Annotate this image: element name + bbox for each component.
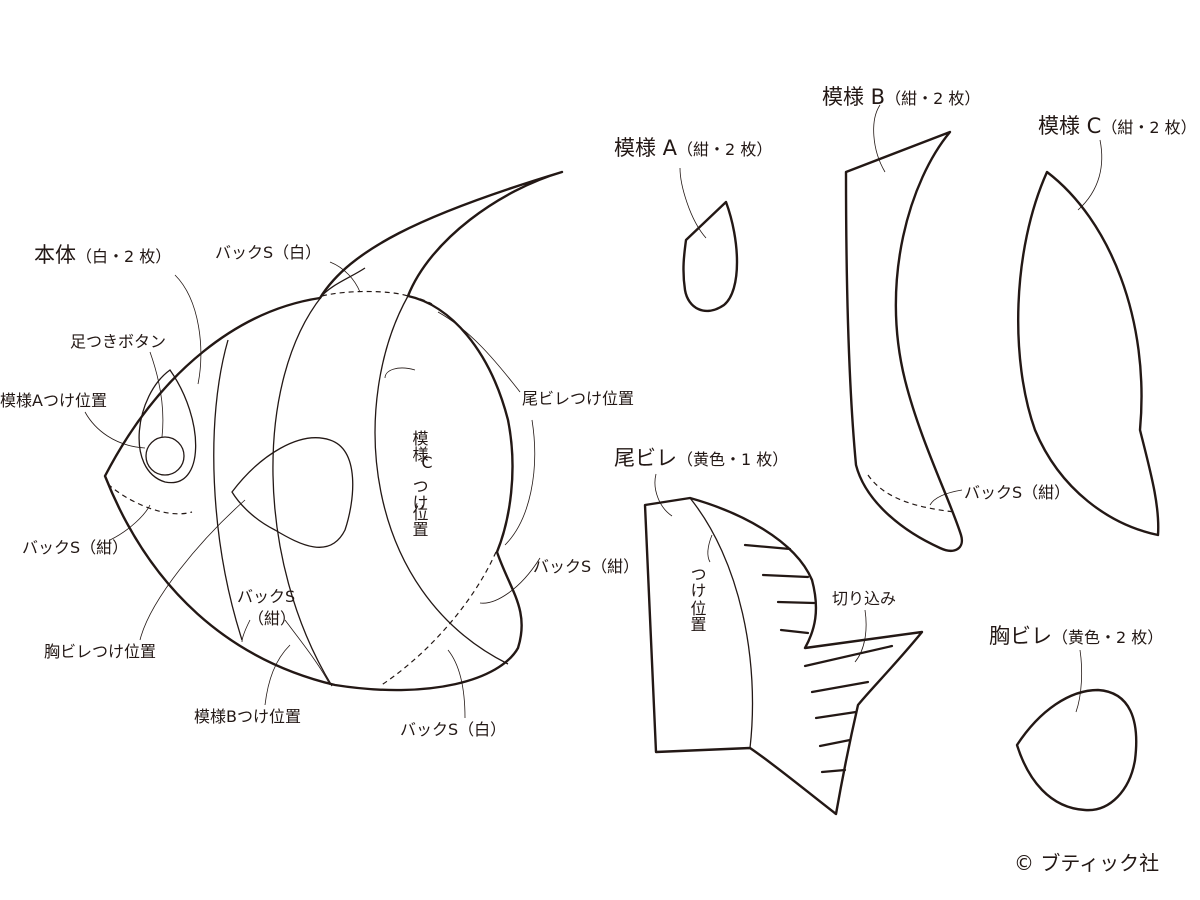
pattern-b-line-left: [213, 339, 243, 641]
body-title: 本体（白・2 枚）: [34, 243, 171, 267]
pectoral-fin-outline: [1015, 688, 1138, 812]
pattern-a-position-label: 模様Aつけ位置: [0, 391, 107, 410]
tail-ray-9: [820, 768, 847, 774]
pectoral-position-outline: [231, 437, 354, 548]
pattern-b-position-label: 模様Bつけ位置: [194, 707, 301, 726]
pattern-a-piece: [679, 167, 739, 312]
tail-ray-5: [803, 644, 894, 668]
shank-button-label: 足つきボタン: [70, 332, 166, 351]
pectoral-fin-piece: [1015, 649, 1138, 812]
backstitch-mouth: [107, 483, 193, 515]
shank-button-circle: [145, 436, 185, 476]
tail-ray-1: [743, 543, 792, 551]
cut-in-label: 切り込み: [832, 589, 896, 608]
tail-ray-7: [814, 710, 858, 720]
pattern-c-position-label-2: C: [421, 453, 432, 472]
backstitch-top-white: [321, 290, 433, 305]
tail-ray-3: [776, 600, 816, 605]
pattern-b-backstitch: [867, 474, 956, 513]
backstitch-white-bottom-label: バックS（白）: [400, 720, 506, 739]
body-piece: [103, 170, 564, 692]
backstitch-tail-navy: [379, 551, 497, 687]
pattern-c-piece: [1017, 139, 1160, 537]
pattern-b-backstitch-label: バックS（紺）: [964, 483, 1070, 502]
tail-ray-2: [761, 573, 810, 579]
tail-ray-8: [818, 738, 852, 748]
pectoral-position-label: 胸ビレつけ位置: [44, 642, 156, 661]
dorsal-fin-edge: [319, 267, 366, 299]
tail-fin-outline: [643, 496, 924, 816]
tail-title: 尾ビレ（黄色・1 枚）: [614, 446, 788, 470]
body-outline: [103, 170, 564, 692]
copyright-label: © ブティック社: [1014, 851, 1159, 875]
pattern-a-outline: [682, 200, 739, 312]
pattern-a-position-outline: [138, 369, 197, 484]
backstitch-navy-mid-label-2: （紺）: [248, 609, 296, 628]
pectoral-title: 胸ビレ（黄色・2 枚）: [989, 624, 1163, 648]
body-leaders: [84, 261, 541, 719]
tail-ray-4: [779, 628, 810, 635]
tail-attach-line: [689, 497, 754, 749]
pattern-c-position-label-3: つけ: [410, 478, 429, 510]
pattern-c-position-label-4: 位置: [410, 505, 429, 537]
backstitch-navy-right-label: バックS（紺）: [533, 557, 639, 576]
pattern-b-title: 模様 B（紺・2 枚）: [822, 85, 980, 109]
pattern-c-position-label-1: 模様: [410, 430, 429, 462]
tail-position-label: 尾ビレつけ位置: [522, 389, 634, 408]
pattern-c-line-left: [374, 295, 509, 665]
tail-attach-label-2: 位置: [688, 600, 707, 632]
pattern-b-piece: [844, 104, 964, 552]
tail-fin-piece: [643, 473, 924, 816]
pattern-c-outline: [1017, 170, 1160, 537]
backstitch-navy-mid-label-1: バックS: [237, 587, 295, 606]
pattern-b-outline: [844, 130, 964, 552]
backstitch-navy-left-label: バックS（紺）: [22, 538, 128, 557]
tail-ray-6: [810, 680, 870, 694]
backstitch-white-top-label: バックS（白）: [215, 243, 321, 262]
tail-attach-label-1: つけ: [688, 566, 707, 598]
pattern-a-title: 模様 A（紺・2 枚）: [614, 136, 772, 160]
pattern-c-title: 模様 C（紺・2 枚）: [1038, 114, 1197, 138]
pattern-b-line-right: [272, 295, 333, 687]
